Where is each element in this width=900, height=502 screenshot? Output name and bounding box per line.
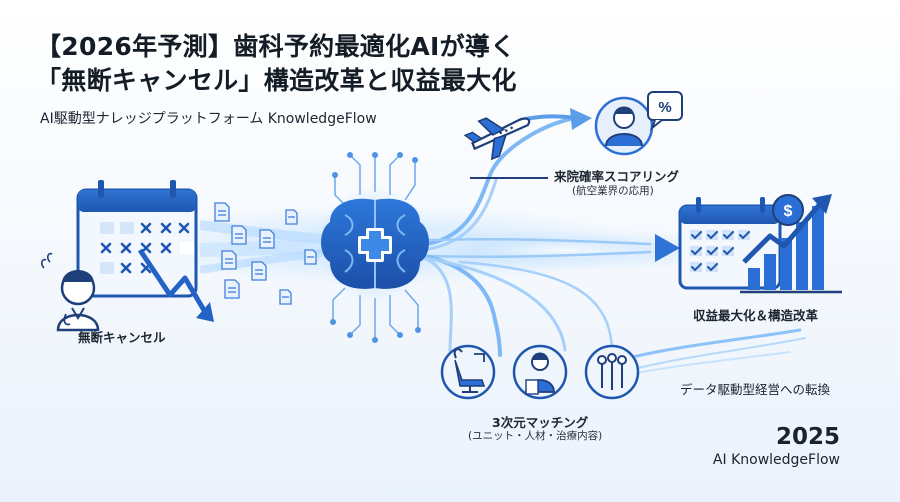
- footer-brand: AI KnowledgeFlow: [712, 452, 840, 468]
- footer-year: 2025: [775, 424, 840, 450]
- growth-chart-icon: [740, 194, 842, 294]
- ai-brain-icon: [317, 187, 433, 303]
- worried-doctor-icon: [41, 252, 100, 332]
- dental-tools-icon: [584, 344, 640, 400]
- upper-arrow-head: [570, 108, 592, 130]
- dental-chair-icon: [440, 344, 496, 400]
- title-line-2: 「無断キャンセル」構造改革と収益最大化: [36, 66, 517, 95]
- airplane-icon: [463, 117, 531, 161]
- page-subtitle: AI駆動型ナレッジプラットフォーム KnowledgeFlow: [40, 111, 377, 127]
- document-icons: [214, 202, 317, 305]
- matching-sublabel: (ユニット・人材・治療内容): [468, 430, 603, 442]
- revenue-label: 収益最大化＆構造改革: [693, 308, 819, 323]
- staff-scoring-icon: [594, 91, 683, 156]
- cancelled-calendar-icon: [76, 180, 214, 322]
- dollar-icon: $: [784, 203, 793, 220]
- staff-person-icon: [512, 344, 568, 400]
- no-show-label: 無断キャンセル: [78, 330, 166, 345]
- page-title: 【2026年予測】歯科予約最適化AIが導く 「無断キャンセル」構造改革と収益最大…: [36, 30, 517, 98]
- percent-icon: %: [658, 99, 671, 116]
- matching-label: 3次元マッチング: [492, 415, 589, 430]
- data-driven-label: データ駆動型経営への転換: [680, 382, 831, 397]
- scoring-label: 来院確率スコアリング: [554, 169, 680, 184]
- scoring-sublabel: (航空業界の応用): [572, 185, 654, 197]
- flow-branches: [416, 116, 806, 381]
- main-arrow-head: [655, 234, 680, 262]
- circuit-lines: [332, 154, 419, 340]
- circuit-nodes: [330, 152, 421, 343]
- title-line-1: 【2026年予測】歯科予約最適化AIが導く: [36, 32, 516, 61]
